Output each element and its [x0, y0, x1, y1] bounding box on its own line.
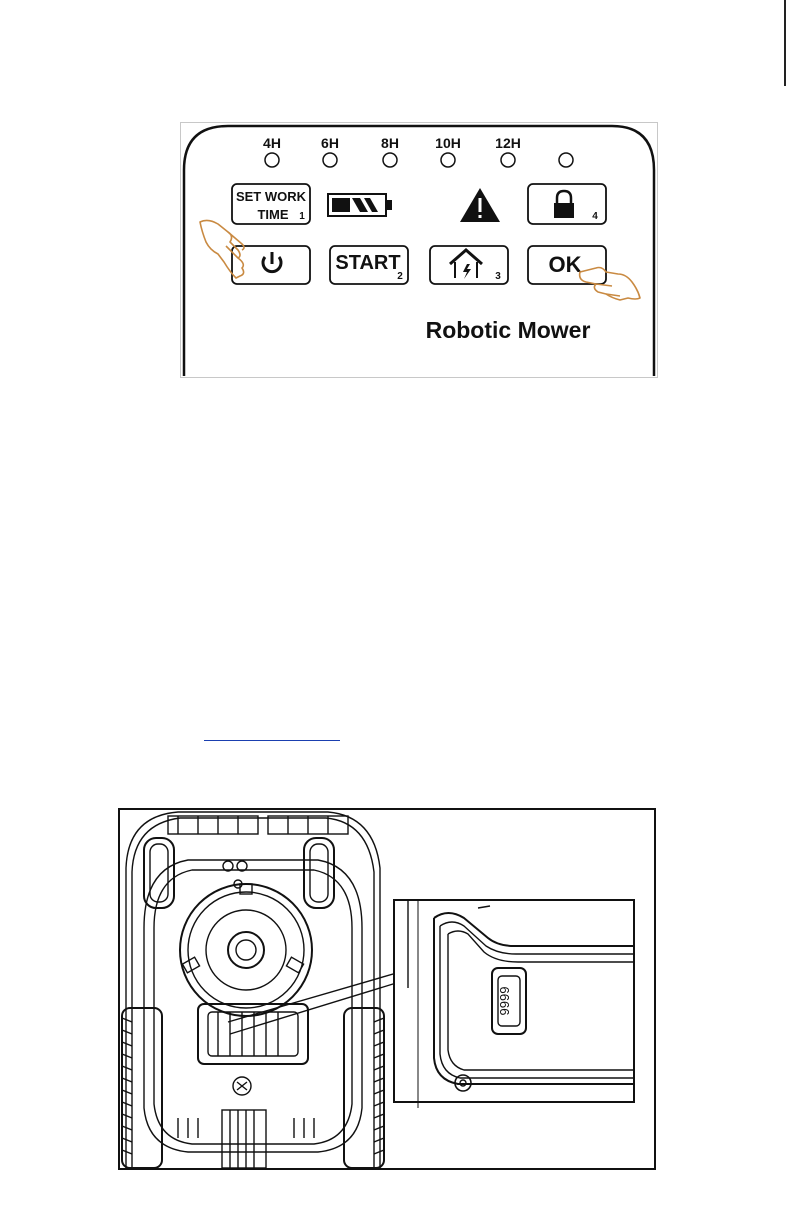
set-work-time-line1: SET WORK	[236, 189, 307, 204]
indicator-label: 8H	[381, 135, 399, 151]
start-button-number: 2	[397, 271, 403, 282]
zoom-inset: 9999	[394, 900, 634, 1108]
hyperlink-underline[interactable]	[204, 740, 340, 741]
indicator-label: 4H	[263, 135, 281, 151]
indicator-unlabeled	[559, 153, 573, 167]
home-button[interactable]: 3	[430, 246, 508, 284]
set-work-time-line2: TIME	[257, 207, 288, 222]
control-panel-figure: 4H 6H 8H 10H 12H SET WORK TIME 1	[180, 122, 658, 378]
ok-button[interactable]: OK	[528, 246, 606, 284]
lock-button-number: 4	[592, 211, 598, 222]
home-button-number: 3	[495, 271, 501, 282]
indicator-label: 10H	[435, 135, 461, 151]
brand-label: Robotic Mower	[426, 317, 591, 343]
indicator-label: 12H	[495, 135, 521, 151]
page-edge-line	[784, 0, 786, 86]
set-work-time-button[interactable]: SET WORK TIME 1	[232, 184, 310, 224]
set-work-time-number: 1	[299, 211, 305, 222]
mower-underside-figure: 9999	[118, 808, 656, 1170]
battery-icon	[328, 194, 392, 216]
indicator-label: 6H	[321, 135, 339, 151]
code-label: 9999	[497, 987, 512, 1016]
start-button-label: START	[335, 252, 400, 274]
ok-button-label: OK	[549, 252, 582, 277]
lock-button[interactable]: 4	[528, 184, 606, 224]
start-button[interactable]: START 2	[330, 246, 408, 284]
